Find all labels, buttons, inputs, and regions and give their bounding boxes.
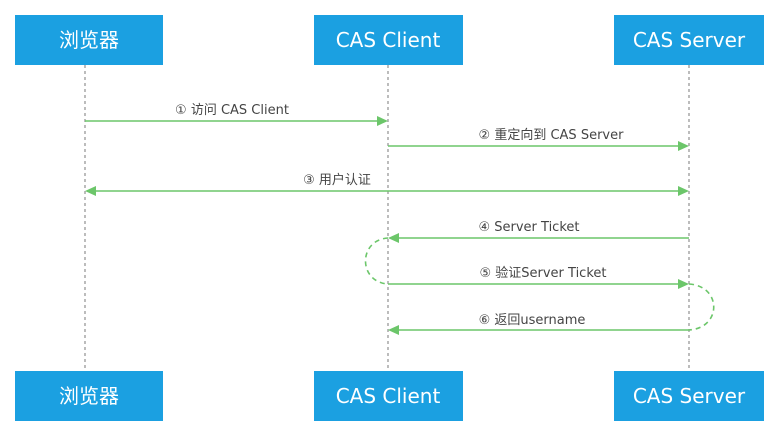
actor-server-bottom: CAS Server <box>614 371 764 421</box>
message-4-label: ④ Server Ticket <box>478 220 579 235</box>
message-2: ② 重定向到 CAS Server <box>388 127 689 151</box>
message-4: ④ Server Ticket <box>388 220 689 243</box>
message-1-label: ① 访问 CAS Client <box>175 103 289 118</box>
actor-client-bottom-label: CAS Client <box>336 384 441 408</box>
client-process-loop <box>364 237 389 285</box>
message-2-label: ② 重定向到 CAS Server <box>479 127 625 143</box>
actor-server-top: CAS Server <box>614 15 764 65</box>
message-6: ⑥ 返回username <box>388 313 689 335</box>
message-3: ③ 用户认证 <box>85 172 689 196</box>
message-5-label: ⑤ 验证Server Ticket <box>479 265 606 281</box>
actor-browser-bottom: 浏览器 <box>15 371 163 421</box>
message-3-label: ③ 用户认证 <box>303 172 371 188</box>
server-process-loop <box>688 283 715 331</box>
message-5: ⑤ 验证Server Ticket <box>388 265 689 289</box>
message-1: ① 访问 CAS Client <box>85 103 388 126</box>
actor-browser-bottom-label: 浏览器 <box>59 384 119 408</box>
actor-client-top-label: CAS Client <box>336 28 441 52</box>
message-6-label: ⑥ 返回username <box>479 313 586 328</box>
actor-client-top: CAS Client <box>314 15 463 65</box>
actor-client-bottom: CAS Client <box>314 371 463 421</box>
actor-browser-top: 浏览器 <box>15 15 163 65</box>
actor-server-bottom-label: CAS Server <box>633 384 746 408</box>
actor-server-top-label: CAS Server <box>633 28 746 52</box>
actor-browser-top-label: 浏览器 <box>59 28 119 52</box>
